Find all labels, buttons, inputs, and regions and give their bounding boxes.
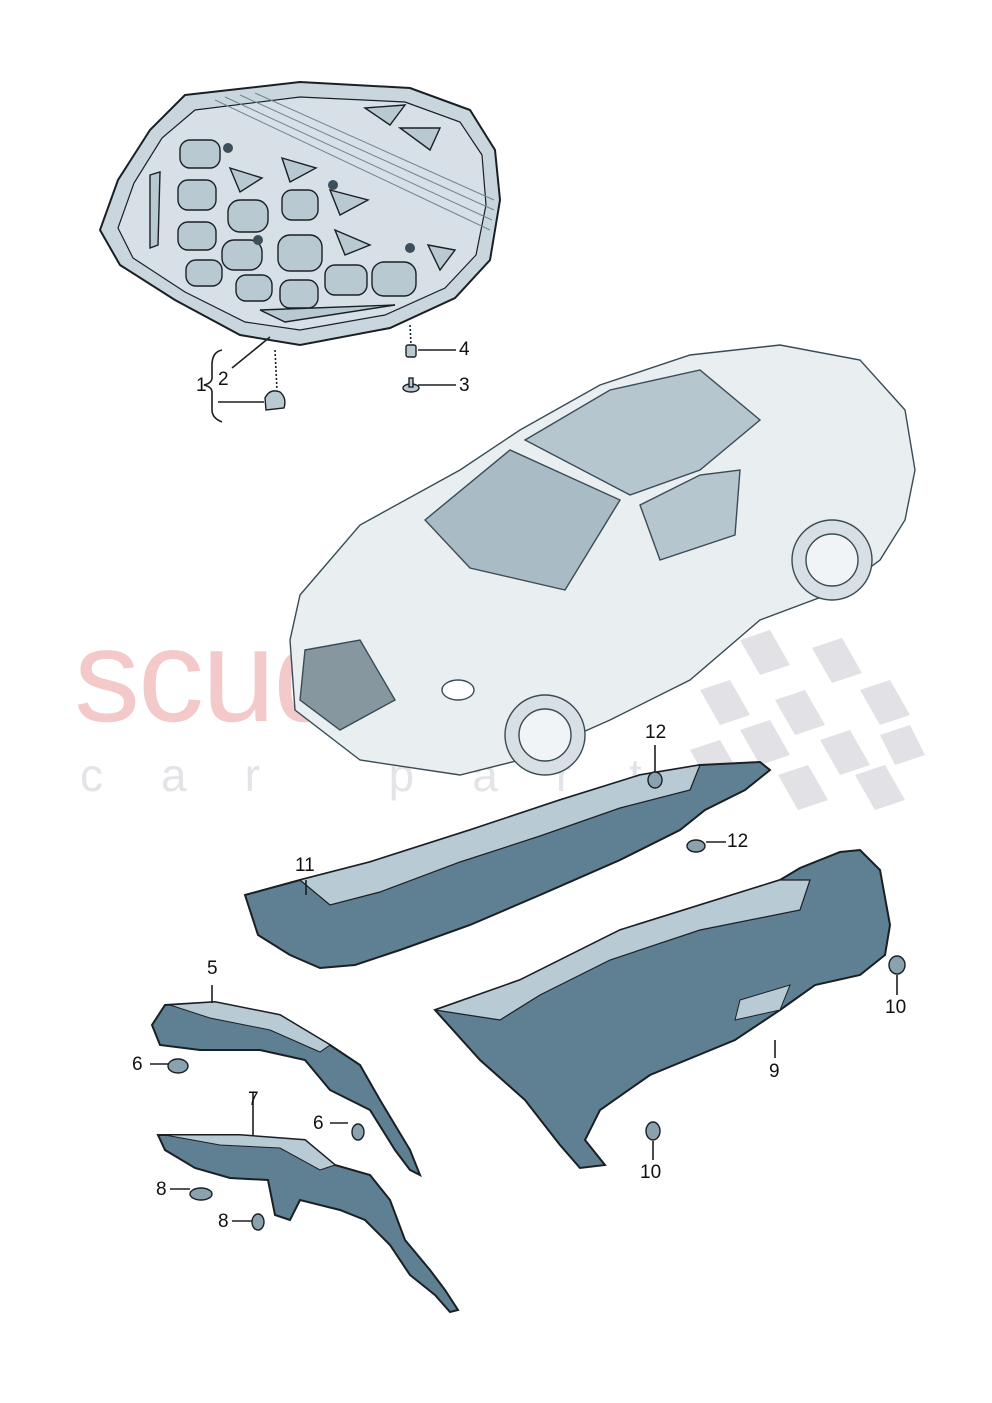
fasteners-hood — [264, 344, 420, 411]
nut-part-4-icon — [405, 344, 417, 358]
callout-3: 3 — [459, 375, 470, 396]
car-illustration — [289, 344, 916, 776]
clip-12b-icon — [686, 839, 706, 853]
bulkhead-insulation — [433, 848, 892, 1170]
callout-7: 7 — [248, 1089, 259, 1110]
clip-fasteners — [167, 771, 906, 1231]
clip-part-1-icon — [264, 390, 286, 411]
callout-12a: 12 — [645, 722, 667, 743]
leader-lines — [150, 745, 898, 1222]
clip-6a-icon — [167, 1058, 189, 1074]
callout-8a: 8 — [156, 1179, 167, 1200]
clip-6b-icon — [351, 1123, 365, 1141]
side-member-insulation — [243, 760, 772, 970]
callout-6a: 6 — [132, 1054, 143, 1075]
clip-10b-icon — [888, 955, 906, 975]
callout-11: 11 — [295, 855, 315, 876]
insulation-panel-upper — [150, 1000, 422, 1178]
callout-9: 9 — [769, 1061, 780, 1082]
callout-6b: 6 — [313, 1113, 324, 1134]
callout-10b: 10 — [885, 997, 907, 1018]
callout-12b: 12 — [727, 831, 749, 852]
callout-10a: 10 — [640, 1162, 662, 1183]
clip-12a-icon — [647, 771, 663, 789]
callout-8b: 8 — [218, 1211, 229, 1232]
callout-5: 5 — [207, 958, 218, 979]
callout-lines-hood — [203, 324, 456, 423]
clip-8a-icon — [189, 1187, 213, 1201]
insulation-panel-lower — [156, 1134, 460, 1314]
callout-4: 4 — [459, 339, 470, 360]
callout-2: 2 — [218, 369, 229, 390]
callout-1: 1 — [196, 375, 207, 396]
clip-8b-icon — [251, 1213, 265, 1231]
checkered-flag-watermark — [690, 630, 925, 810]
hood-insulation-panel — [98, 80, 502, 347]
clip-10a-icon — [645, 1121, 661, 1141]
